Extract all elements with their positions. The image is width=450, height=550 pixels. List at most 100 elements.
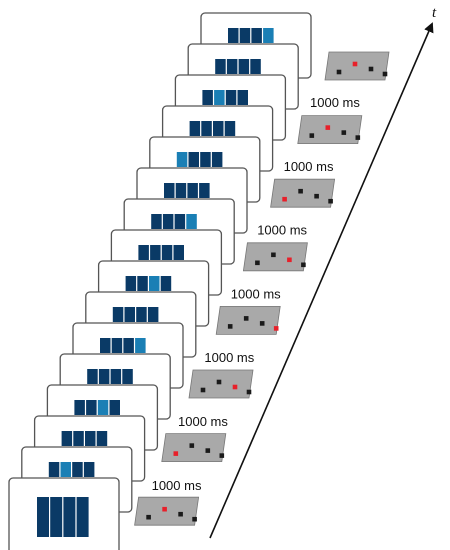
stimulus-bar <box>122 369 133 384</box>
time-axis-arrow <box>209 22 434 539</box>
stimulus-bar <box>37 497 49 537</box>
stimulus-bar <box>238 59 250 74</box>
interval-label: 1000 ms <box>204 350 254 365</box>
stimulus-bar <box>174 214 186 229</box>
location-dot <box>328 198 333 204</box>
stimulus-bar <box>98 369 110 384</box>
stimulus-bar <box>124 307 135 322</box>
highlighted-bar <box>149 276 160 291</box>
stimulus-bar <box>225 90 237 105</box>
stimulus-bar <box>237 90 248 105</box>
stimulus-bar <box>61 431 73 446</box>
stimulus-bar <box>137 276 148 291</box>
stimulus-bar <box>86 400 97 415</box>
highlighted-bar <box>214 90 225 105</box>
stimulus-bar <box>150 245 161 260</box>
interval-label: 1000 ms <box>152 478 202 493</box>
location-dot <box>336 69 342 75</box>
location-dot <box>382 71 388 77</box>
stimulus-bar <box>100 338 111 353</box>
stimulus-bar <box>123 338 134 353</box>
location-dot <box>216 379 222 385</box>
location-dot <box>355 135 361 140</box>
stimulus-bar <box>160 276 172 291</box>
location-dot <box>178 511 183 517</box>
stimulus-bar <box>202 90 213 105</box>
stimulus-bar <box>151 214 162 229</box>
stimulus-bar <box>162 214 174 229</box>
stimulus-bar <box>73 431 84 446</box>
location-dot <box>341 130 347 135</box>
stimulus-bar <box>161 245 173 260</box>
highlighted-bar <box>97 400 109 415</box>
stimulus-frame <box>8 477 120 550</box>
location-dot <box>309 133 315 138</box>
location-dot <box>205 448 211 453</box>
target-dot-red <box>352 61 358 67</box>
stimulus-bar <box>109 400 120 415</box>
response-panel <box>161 433 227 462</box>
stimulus-bar <box>251 28 262 43</box>
stimulus-bar <box>164 183 175 198</box>
location-dot <box>255 260 260 266</box>
target-dot-red <box>287 257 292 263</box>
time-axis-label: t <box>432 5 437 21</box>
stimulus-bar <box>138 245 149 260</box>
location-dot <box>243 316 249 321</box>
stimulus-bar <box>173 245 184 260</box>
stimulus-bar <box>250 59 261 74</box>
stimulus-bar <box>215 59 226 74</box>
stimulus-bar <box>239 28 251 43</box>
stimulus-bar <box>224 121 236 136</box>
location-dot <box>298 188 303 194</box>
location-dot <box>246 389 252 395</box>
stimulus-bar <box>200 152 211 167</box>
stimulus-bar <box>112 307 124 322</box>
location-dot <box>227 324 233 329</box>
stimulus-bar <box>136 307 147 322</box>
stimulus-bar <box>187 183 198 198</box>
stimulus-bar <box>110 369 122 384</box>
stimulus-bar <box>213 121 224 136</box>
stimulus-bar <box>72 462 83 477</box>
stimulus-bar <box>189 121 201 136</box>
response-panel <box>134 496 200 526</box>
target-dot-red <box>273 326 279 331</box>
stimulus-bar <box>228 28 239 43</box>
interval-label: 1000 ms <box>231 286 281 301</box>
location-dot <box>189 443 195 448</box>
response-panel <box>242 242 308 272</box>
stimulus-bar <box>76 497 89 537</box>
location-dot <box>301 262 306 268</box>
interval-label: 1000 ms <box>257 223 307 238</box>
location-dot <box>146 514 151 520</box>
highlighted-bar <box>186 214 197 229</box>
stimulus-bar <box>211 152 223 167</box>
stimulus-bar <box>74 400 85 415</box>
target-dot-red <box>282 196 287 202</box>
response-panel <box>324 51 390 81</box>
stimulus-bar <box>111 338 123 353</box>
stimulus-bar <box>125 276 137 291</box>
stimulus-bar <box>50 497 63 537</box>
response-panel <box>215 306 281 335</box>
target-dot-red <box>325 125 331 130</box>
highlighted-bar <box>135 338 146 353</box>
interval-label: 1000 ms <box>284 159 334 174</box>
location-dot <box>271 252 276 258</box>
stimulus-bar <box>201 121 212 136</box>
target-dot-red <box>173 451 179 456</box>
location-dot <box>314 193 319 199</box>
location-dot <box>259 321 265 326</box>
highlighted-bar <box>263 28 274 43</box>
target-dot-red <box>232 384 238 390</box>
stimulus-bar <box>199 183 210 198</box>
location-dot <box>192 516 197 522</box>
stimulus-bar <box>48 462 60 477</box>
stimulus-bar <box>83 462 95 477</box>
stimulus-bar <box>147 307 159 322</box>
highlighted-bar <box>176 152 188 167</box>
stimulus-bar <box>63 497 76 537</box>
stimulus-bar <box>96 431 108 446</box>
